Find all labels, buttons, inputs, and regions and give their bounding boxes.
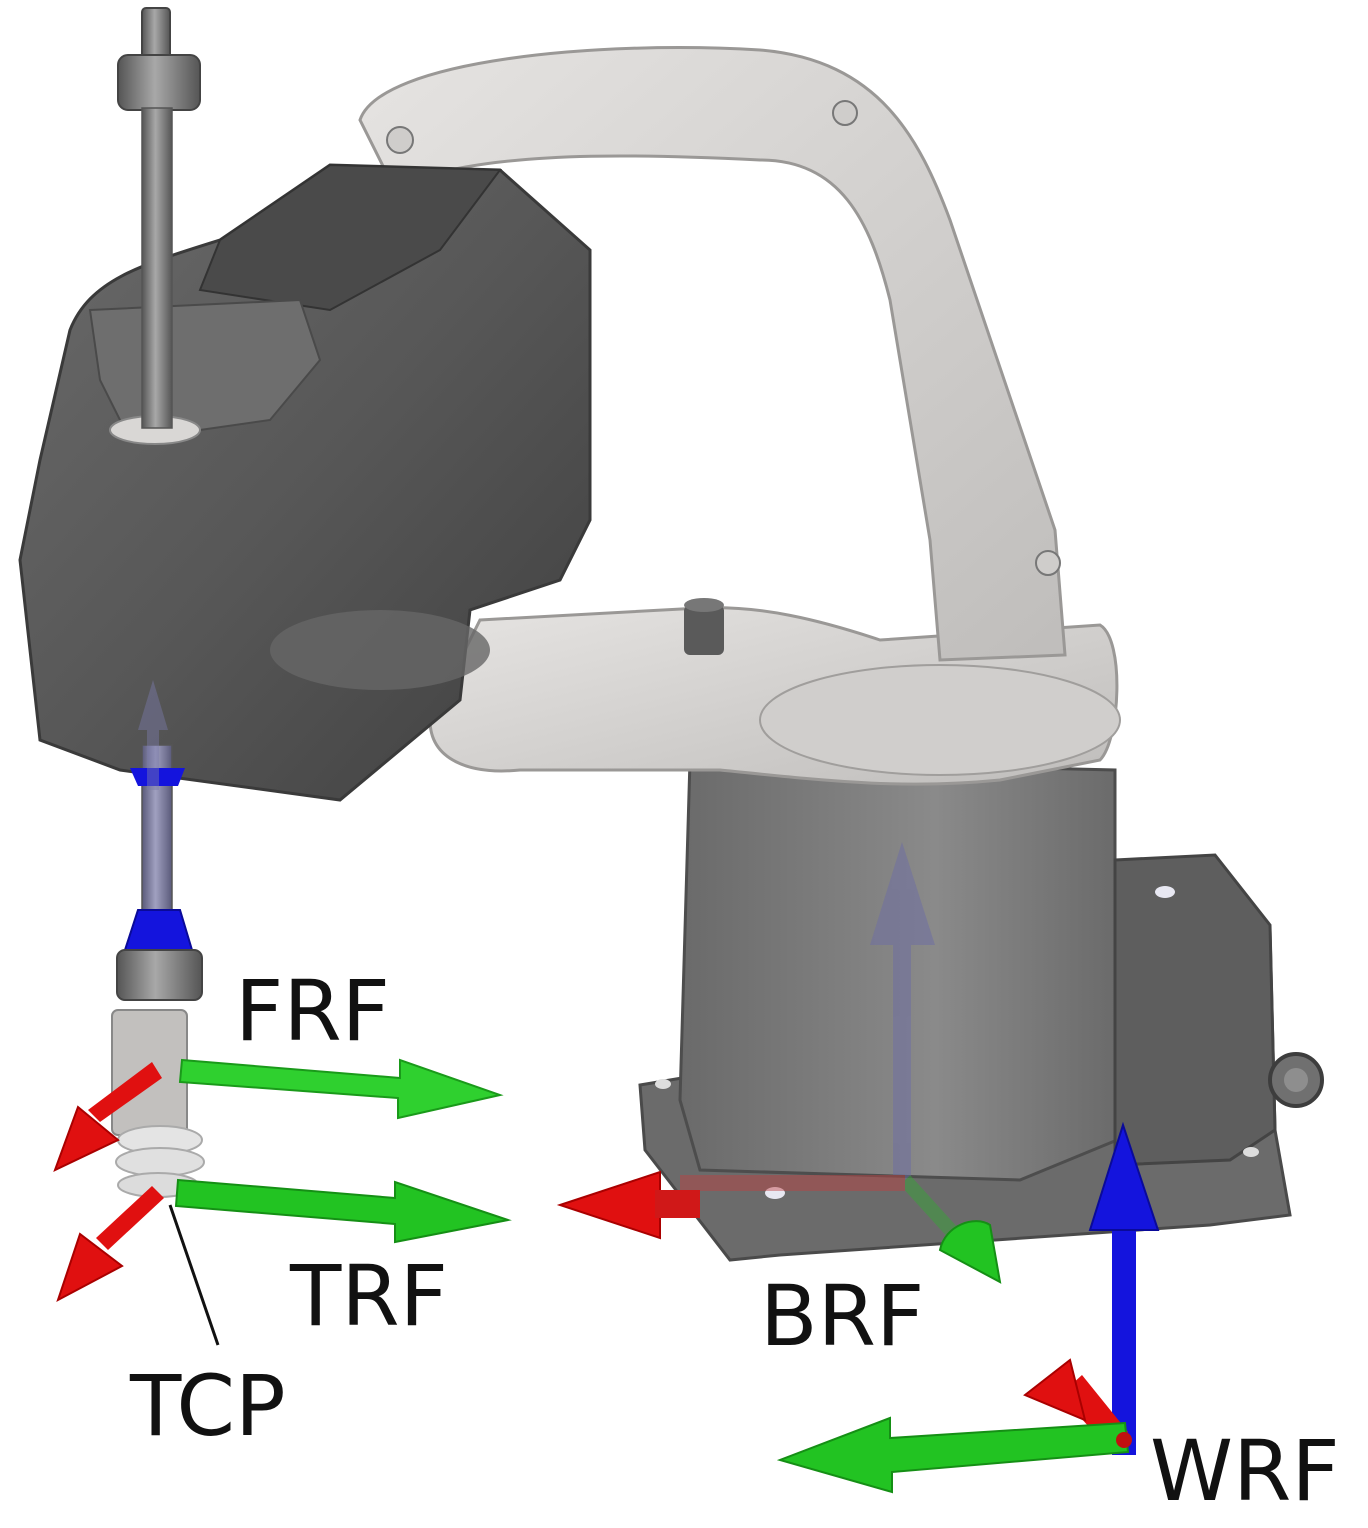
base-column: [678, 758, 1194, 1182]
frame-frf: [53, 1058, 504, 1172]
head-underside: [270, 610, 490, 690]
connector-port-inner: [1284, 1068, 1308, 1092]
arm-joint-cap: [759, 664, 1121, 776]
bolt: [386, 126, 414, 154]
trf-label: TRF: [289, 1247, 448, 1345]
brf-y-axis-shadow: [899, 1175, 961, 1240]
tcp-label: TCP: [129, 1357, 286, 1455]
frame-brf: [556, 1170, 1002, 1284]
bolt: [832, 100, 858, 126]
frame-trf: [56, 1178, 512, 1346]
wrf-origin: [1116, 1432, 1132, 1448]
wrf-y-axis-arrow: [776, 1416, 1130, 1494]
cable-arch: [358, 46, 1067, 662]
base-side-box: [1113, 853, 1277, 1167]
shaft-lower-nut: [116, 949, 203, 1001]
frame-wrf: [776, 1121, 1160, 1494]
spline-shaft: [116, 7, 203, 1001]
bolt: [1035, 550, 1061, 576]
brf-y-axis-arrow: [938, 1220, 1002, 1284]
scara-robot: [18, 7, 1324, 1262]
robot-arm-link: [358, 46, 1121, 786]
wrf-label: WRF: [1150, 1422, 1340, 1520]
shaft-top-nut: [117, 54, 201, 111]
trf-x-axis-arrow: [56, 1186, 164, 1303]
tcp-pointer-line: [168, 1204, 220, 1346]
shaft-blue-cone: [123, 909, 194, 951]
ghost-axes: [138, 680, 961, 1240]
trf-y-axis-arrow: [174, 1178, 512, 1244]
head-top-panel: [198, 163, 502, 312]
wrf-z-axis-arrow: [1088, 1121, 1160, 1455]
brf-x-axis-shadow: [680, 1175, 905, 1191]
frf-z-axis-arrow: [138, 680, 168, 790]
mount-hole: [1243, 1147, 1259, 1157]
arm-post-top: [684, 598, 724, 612]
arm-post: [684, 605, 724, 655]
frf-x-axis-arrow: [53, 1062, 162, 1172]
shaft-top-cap: [141, 7, 171, 59]
shaft-lower-collar: [130, 768, 185, 786]
mount-hole: [1155, 886, 1175, 898]
frf-y-axis-arrow: [178, 1058, 504, 1120]
brf-z-axis-arrow: [870, 842, 935, 1180]
mount-hole: [655, 1079, 671, 1089]
brf-label: BRF: [760, 1267, 924, 1365]
mount-hole: [765, 1187, 785, 1199]
suction-cup-ring: [115, 1147, 205, 1177]
brf-x-axis-arrow: [556, 1170, 700, 1240]
shaft-upper: [141, 107, 173, 429]
frf-label: FRF: [235, 962, 390, 1060]
